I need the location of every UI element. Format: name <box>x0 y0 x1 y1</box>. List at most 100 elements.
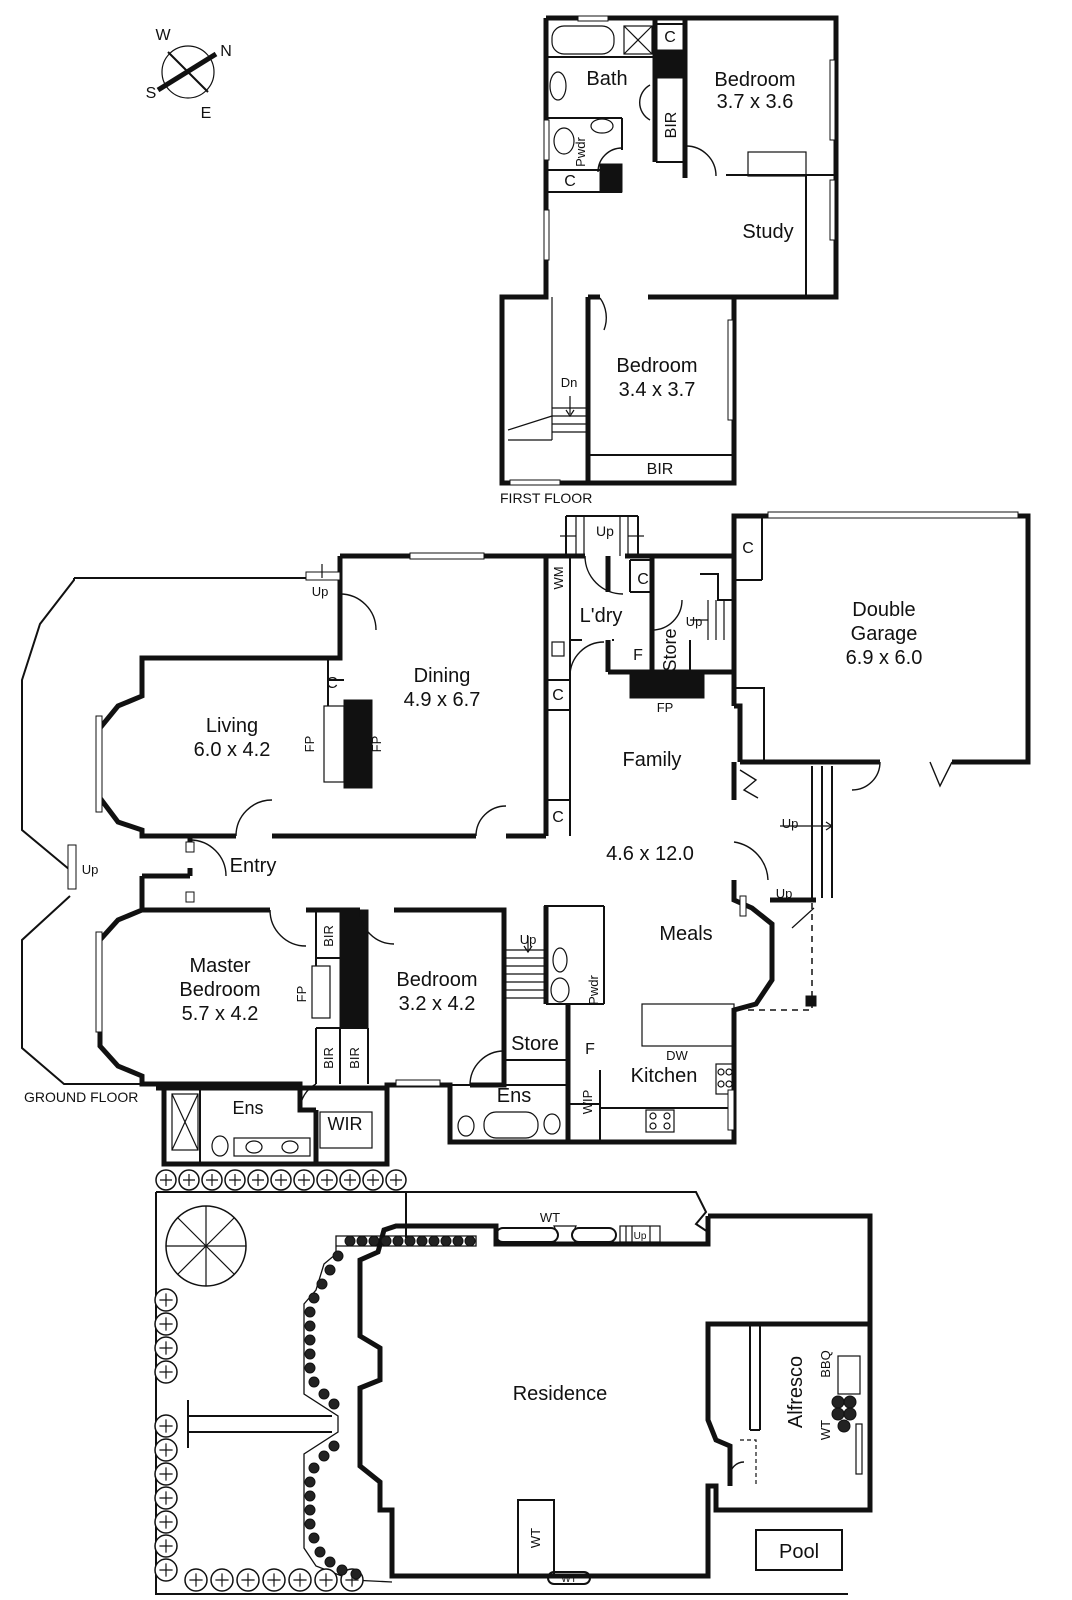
gf-kitchen-label: Kitchen <box>631 1065 698 1087</box>
site-water-tank-label-alfresco: WT <box>818 1420 833 1440</box>
shrub-icon <box>428 1235 440 1247</box>
gf-fridge-label-kitchen: F <box>585 1041 595 1058</box>
gf-fridge-label-top: F <box>633 647 643 664</box>
gf-living-fireplace-label-b: FP <box>369 736 384 753</box>
ff-closet-label-2: C <box>564 173 576 190</box>
gf-master-size: 5.7 x 4.2 <box>182 1003 259 1025</box>
shrub-icon <box>367 1174 379 1186</box>
site-plan: WT <box>154 1169 873 1595</box>
site-up-label: Up <box>634 1231 647 1242</box>
shrub-icon <box>159 1293 173 1307</box>
shrub-icon <box>304 1518 316 1530</box>
gf-family-up-label: Up <box>782 816 799 831</box>
shrub-icon <box>843 1407 857 1421</box>
gf-garage-size: 6.9 x 6.0 <box>846 647 923 669</box>
gf-living-name: Living <box>206 715 258 737</box>
shrub-icon <box>308 1532 320 1544</box>
shrub-icon <box>837 1419 851 1433</box>
shrub-icon <box>336 1564 348 1576</box>
ff-bedroom2-name: Bedroom <box>616 355 697 377</box>
shrub-icon <box>293 1573 307 1587</box>
gf-bedroom-bir-label: BIR <box>347 1047 362 1069</box>
gf-stairs-up-label: Up <box>520 932 537 947</box>
shrub-icon <box>843 1395 857 1409</box>
gf-dining-name: Dining <box>414 665 471 687</box>
shrub-icon <box>324 1556 336 1568</box>
gf-meals-label: Meals <box>659 923 712 945</box>
shrub-icon <box>159 1419 173 1433</box>
gf-master-fireplace-label: FP <box>294 986 309 1003</box>
shrub-icon <box>189 1573 203 1587</box>
gf-laundry-closet-label: C <box>637 571 649 588</box>
shrub-icon <box>404 1235 416 1247</box>
compass-s: S <box>146 85 157 102</box>
shrub-icon <box>304 1490 316 1502</box>
shrub-icon <box>452 1235 464 1247</box>
gf-garage-closet-label: C <box>742 540 754 557</box>
shrub-icon <box>304 1320 316 1332</box>
site-pool-label: Pool <box>779 1541 819 1563</box>
ff-bedroom1-size: 3.7 x 3.6 <box>717 91 794 113</box>
gf-garage-name-1: Double <box>852 599 915 621</box>
gf-wir-label: WIR <box>328 1114 363 1134</box>
shrub-icon <box>159 1467 173 1481</box>
shrub-icon <box>308 1462 320 1474</box>
shrub-icon <box>831 1407 845 1421</box>
gf-bedroom-name: Bedroom <box>396 969 477 991</box>
shrub-icon <box>304 1334 316 1346</box>
gf-master-name-1: Master <box>189 955 250 977</box>
ff-bedroom2-size: 3.4 x 3.7 <box>619 379 696 401</box>
ff-bath-label: Bath <box>586 68 627 90</box>
gf-wm-label: WM <box>551 566 566 589</box>
gf-garage-name-2: Garage <box>851 623 918 645</box>
shrub-icon <box>318 1388 330 1400</box>
compass-w: W <box>155 27 171 44</box>
shrub-icon <box>304 1306 316 1318</box>
gf-left-up-label: Up <box>82 862 99 877</box>
shrub-icon <box>440 1235 452 1247</box>
gf-living-fireplace-label-a: FP <box>302 736 317 753</box>
gf-master-ensuite-label: Ens <box>232 1098 263 1118</box>
gf-dining-size: 4.9 x 6.7 <box>404 689 481 711</box>
gf-family-closet-label-2: C <box>552 809 564 826</box>
ground-floor-title: GROUND FLOOR <box>24 1089 138 1105</box>
shrub-icon <box>159 1317 173 1331</box>
ff-study-label: Study <box>742 221 793 243</box>
shrub-icon <box>356 1235 368 1247</box>
first-floor-title: FIRST FLOOR <box>500 490 592 506</box>
shrub-icon <box>159 1491 173 1505</box>
site-water-tank-label-2: WT <box>561 1574 577 1585</box>
shrub-icon <box>392 1235 404 1247</box>
first-floor-stairs <box>507 297 588 441</box>
gf-store-top-label: Store <box>660 628 680 671</box>
shrub-icon <box>324 1264 336 1276</box>
first-floor-plan: Bath C C Bedroom 3.7 x 3.6 BIR Pwdr Stud… <box>499 15 839 506</box>
gf-up-top-label: Up <box>596 523 614 539</box>
compass-e: E <box>201 105 212 122</box>
ff-bir2-label: BIR <box>647 461 674 478</box>
gf-dishwasher-label: DW <box>666 1048 688 1063</box>
site-water-tank-label-1: WT <box>528 1528 543 1548</box>
ff-bir1-label: BIR <box>663 112 680 139</box>
shrub-icon <box>308 1376 320 1388</box>
shrub-icon <box>328 1398 340 1410</box>
shrub-icon <box>328 1440 340 1452</box>
ground-floor-stairs <box>504 936 546 999</box>
gf-meals-up-label: Up <box>776 886 793 901</box>
gf-family-name: Family <box>623 749 682 771</box>
shrub-icon <box>344 1174 356 1186</box>
gf-family-closet-label-1: C <box>552 687 564 704</box>
shrub-icon <box>304 1362 316 1374</box>
gf-store-label: Store <box>511 1033 559 1055</box>
site-residence-label: Residence <box>513 1383 608 1405</box>
site-water-tank-label-top: WT <box>540 1210 560 1225</box>
shrub-icon <box>252 1174 264 1186</box>
shrub-icon <box>308 1292 320 1304</box>
shrub-icon <box>316 1278 328 1290</box>
shrub-icon <box>304 1504 316 1516</box>
compass-n: N <box>220 43 232 60</box>
gf-store-up-label: Up <box>686 614 703 629</box>
gf-bedroom-ensuite-label: Ens <box>497 1085 531 1107</box>
gf-bedroom-size: 3.2 x 4.2 <box>399 993 476 1015</box>
